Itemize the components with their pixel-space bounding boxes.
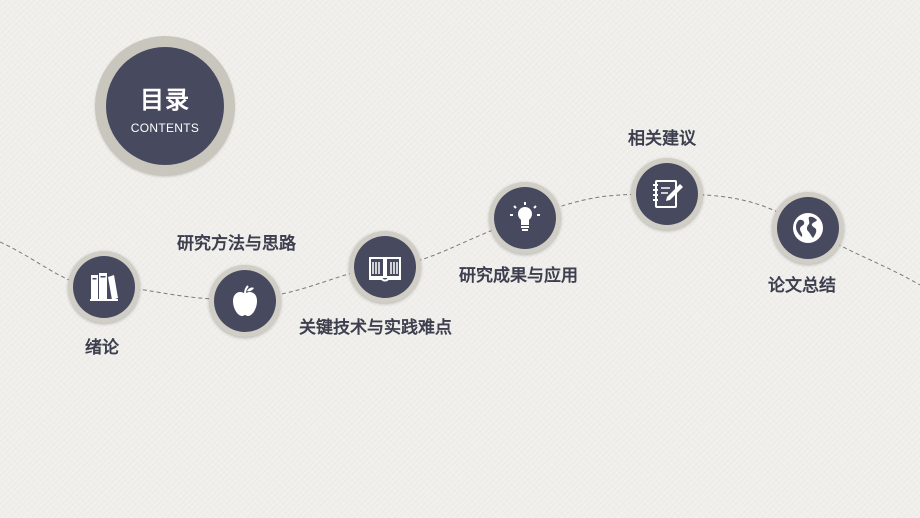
label-recommendations: 相关建议: [628, 129, 696, 149]
node-key-technologies[interactable]: [349, 231, 421, 303]
contents-title-badge: 目录 CONTENTS: [95, 36, 235, 176]
node-inner: [214, 270, 276, 332]
lightbulb-icon: [510, 202, 540, 231]
globe-icon: [793, 213, 823, 243]
title-sub: CONTENTS: [130, 121, 200, 135]
node-introduction[interactable]: [68, 251, 140, 323]
label-research-results: 研究成果与应用: [459, 266, 578, 286]
title-inner-circle: 目录 CONTENTS: [106, 47, 224, 165]
node-recommendations[interactable]: [631, 158, 703, 230]
label-key-technologies: 关键技术与实践难点: [299, 318, 452, 338]
label-introduction: 绪论: [85, 338, 119, 358]
label-research-methods: 研究方法与思路: [177, 234, 296, 254]
node-inner: [354, 236, 416, 298]
notebook-pen-icon: [653, 180, 683, 208]
node-inner: [777, 197, 839, 259]
node-inner: [73, 256, 135, 318]
title-main: 目录: [140, 86, 190, 114]
apple-icon: [233, 285, 257, 316]
open-book-icon: [369, 257, 401, 282]
node-inner: [636, 163, 698, 225]
label-thesis-summary: 论文总结: [768, 276, 836, 296]
node-research-results[interactable]: [489, 182, 561, 254]
books-icon: [90, 273, 118, 301]
node-research-methods[interactable]: [209, 265, 281, 337]
node-thesis-summary[interactable]: [772, 192, 844, 264]
node-inner: [494, 187, 556, 249]
